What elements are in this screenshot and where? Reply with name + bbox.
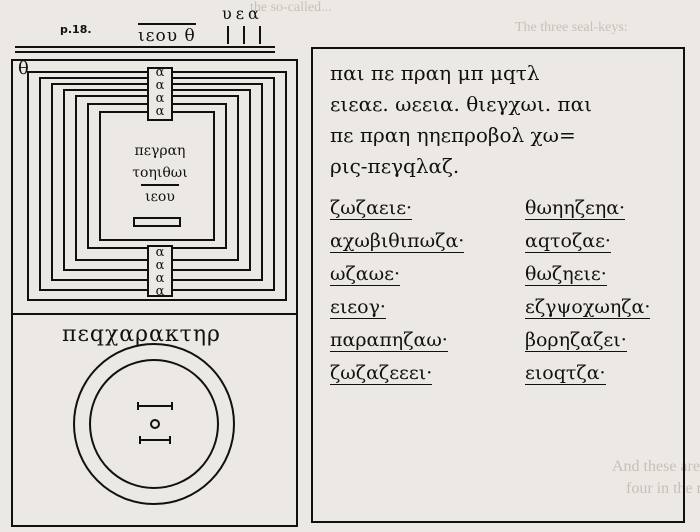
circle-dot xyxy=(150,419,160,429)
seal-name-line: τοηιθωι xyxy=(132,165,188,181)
inner-circle xyxy=(89,359,219,489)
seal-name: πεγραη τοηιθωι ιεου xyxy=(110,140,210,208)
header-name: ιεου θ xyxy=(138,23,196,46)
word-item: εζγψοχωηζα· xyxy=(525,296,651,319)
seal-name-line: ιεου xyxy=(141,184,179,208)
outer-circle xyxy=(73,343,235,505)
word-item: παραπηζαω· xyxy=(330,329,448,352)
word-item: θωηηζεηα· xyxy=(525,197,626,220)
word-item: ειεογ· xyxy=(330,296,386,319)
left-frame xyxy=(11,59,298,527)
word-item: ωζαωε· xyxy=(330,263,400,286)
corner-theta: θ xyxy=(18,58,29,79)
text-line: ρις-πεγqλαζ. xyxy=(330,154,460,178)
alpha-mark: α xyxy=(155,91,165,106)
alpha-mark: α xyxy=(155,65,165,80)
text-paragraph: παι πε πραη μπ μqτλ ειεαε. ωεεια. θιεγχω… xyxy=(330,58,690,182)
word-item: βορηζαζει· xyxy=(525,329,627,352)
ghost-text-left: The three seal-keys: xyxy=(515,20,628,35)
alpha-mark: α xyxy=(155,271,165,286)
text-line: ειεαε. ωεεια. θιεγχωι. παι xyxy=(330,92,592,116)
ghost-text-top: the so-called... xyxy=(250,0,332,15)
alpha-mark: α xyxy=(155,284,165,299)
seal-name-line: πεγραη xyxy=(134,143,186,159)
text-line: παι πε πραη μπ μqτλ xyxy=(330,61,540,85)
channel-bottom-marks: α α α α xyxy=(152,246,168,298)
word-item: ζωζαζεεει· xyxy=(330,362,433,385)
ghost-text-bottom-1: And these are the xyxy=(612,458,700,475)
text-line: πε πραη ηηεπροβολ χω= xyxy=(330,123,576,147)
ghost-text-bottom-2: four in the name xyxy=(626,480,700,497)
channel-top xyxy=(147,67,173,121)
word-item: ειοqτζα· xyxy=(525,362,606,385)
page-number: p.18. xyxy=(60,23,92,36)
header-letters: υεα xyxy=(222,4,263,23)
word-item: αχωβιθιπωζα· xyxy=(330,230,465,253)
word-list-right: θωηηζεηα· αqτοζαε· θωζηειε· εζγψοχωηζα· … xyxy=(525,192,651,390)
alpha-mark: α xyxy=(155,104,165,119)
word-item: θωζηειε· xyxy=(525,263,607,286)
alpha-mark: α xyxy=(155,245,165,260)
alpha-mark: α xyxy=(155,78,165,93)
alpha-mark: α xyxy=(155,258,165,273)
text-frame xyxy=(311,47,685,523)
channel-top-marks: α α α α xyxy=(152,66,168,118)
word-item: αqτοζαε· xyxy=(525,230,611,253)
charakter-title: πεqχαρακτηρ xyxy=(62,322,221,347)
word-item: ζωζαειε· xyxy=(330,197,413,220)
word-list-left: ζωζαειε· αχωβιθιπωζα· ωζαωε· ειεογ· παρα… xyxy=(330,192,465,390)
name-bar xyxy=(133,217,181,227)
channel-bottom xyxy=(147,245,173,297)
